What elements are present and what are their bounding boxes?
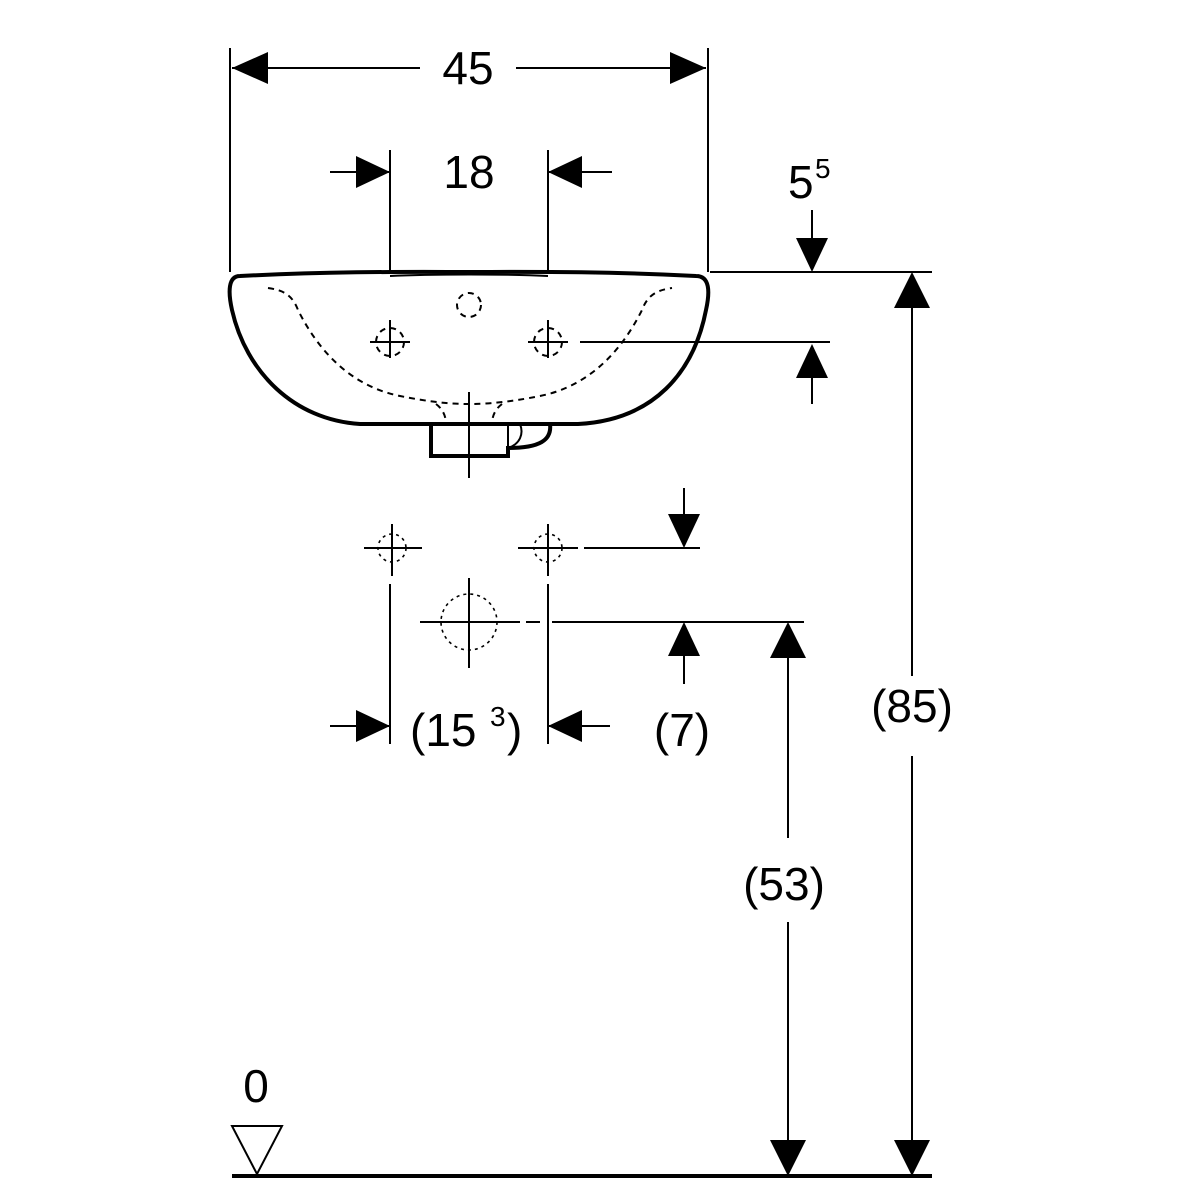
basin-outline: [227, 269, 711, 478]
dimension-rim-offset-label: 5: [788, 156, 814, 208]
dimension-rim-offset: 5 5: [580, 153, 932, 404]
dimension-width-label: 45: [442, 42, 493, 94]
dimension-supply-spacing-close: ): [507, 704, 522, 756]
dimension-rim-height: (85): [871, 272, 953, 1176]
dimension-waste-height-label: (53): [743, 858, 825, 910]
dimension-tap-spacing: 18: [330, 146, 612, 272]
dimension-width: 45: [229, 42, 709, 272]
dimension-supply-offset-label: (7): [654, 704, 710, 756]
dimension-supply-spacing-superscript: 3: [490, 701, 506, 732]
dimension-waste-height: (53): [743, 622, 825, 1176]
dimension-supply-spacing-label: (15: [410, 704, 476, 756]
supply-points: [364, 488, 804, 684]
dimension-rim-offset-superscript: 5: [815, 153, 831, 184]
dimension-supply-spacing: (15 3 ): [330, 584, 610, 756]
floor-level-label: 0: [243, 1060, 269, 1112]
floor-level-marker: 0: [230, 1060, 932, 1178]
dimension-tap-spacing-label: 18: [443, 146, 494, 198]
dimension-rim-height-label: (85): [871, 680, 953, 732]
